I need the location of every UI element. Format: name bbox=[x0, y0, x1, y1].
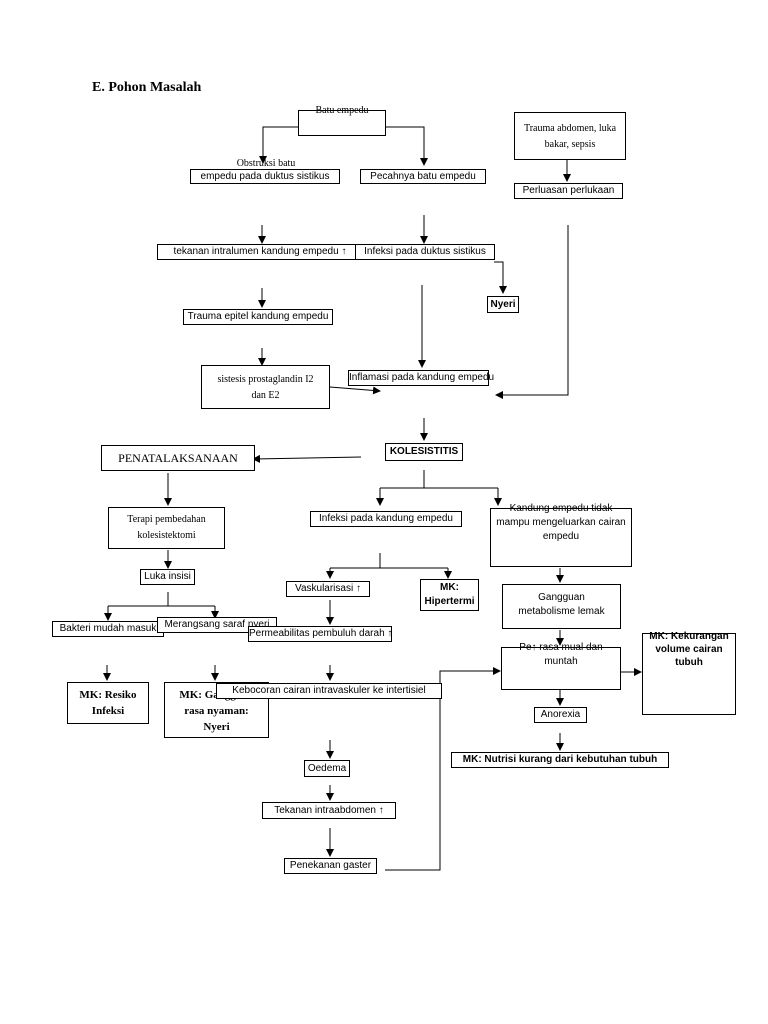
node-sistesis-label: sistesis prostaglandin I2 dan E2 bbox=[217, 374, 314, 401]
node-terapi-label: Terapi pembedahan kolesistektomi bbox=[127, 514, 206, 541]
node-perluasan: Perluasan perlukaan bbox=[514, 183, 623, 199]
node-batu-empedu: Batu empedu bbox=[298, 105, 386, 136]
node-trauma-epitel-label: Trauma epitel kandung empedu bbox=[187, 311, 329, 322]
node-penatalaksanaan: PENATALAKSANAAN bbox=[101, 445, 255, 471]
node-pe-rasa-mual: Pe↑ rasa mual dan muntah bbox=[501, 642, 621, 690]
node-luka-insisi: Luka insisi bbox=[140, 569, 195, 585]
node-permeabilitas: Permeabilitas pembuluh darah ↑ bbox=[248, 626, 392, 642]
node-bakteri-label: Bakteri mudah masuk bbox=[59, 623, 157, 634]
node-oedema-label: Oedema bbox=[307, 763, 347, 774]
node-pe-rasa-mual-label: Pe↑ rasa mual dan muntah bbox=[519, 642, 603, 667]
node-perluasan-label: Perluasan perlukaan bbox=[522, 185, 615, 196]
node-penekanan-gaster-label: Penekanan gaster bbox=[289, 860, 372, 871]
node-infeksi-duktus-label: Infeksi pada duktus sistikus bbox=[364, 246, 486, 257]
node-mk-hipertermi: MK: Hipertermi bbox=[420, 579, 479, 611]
node-anorexia-label: Anorexia bbox=[540, 709, 581, 720]
node-tekanan-intraabdomen-label: Tekanan intraabdomen ↑ bbox=[274, 805, 384, 816]
node-terapi: Terapi pembedahan kolesistektomi bbox=[108, 507, 225, 549]
node-tekanan-intralumen: tekanan intralumen kandung empedu ↑ bbox=[157, 244, 363, 260]
node-pecahnya-label: Pecahnya batu empedu bbox=[370, 171, 476, 182]
node-anorexia: Anorexia bbox=[534, 707, 587, 723]
node-trauma-abdomen: Trauma abdomen, luka bakar, sepsis bbox=[514, 112, 626, 160]
node-infeksi-duktus: Infeksi pada duktus sistikus bbox=[355, 244, 495, 260]
node-oedema: Oedema bbox=[304, 760, 350, 777]
node-trauma-epitel: Trauma epitel kandung empedu bbox=[183, 309, 333, 325]
node-infeksi-kandung-label: Infeksi pada kandung empedu bbox=[319, 513, 453, 524]
node-obstruksi-line1: Obstruksi batu bbox=[236, 158, 296, 169]
node-kolesistitis: KOLESISTITIS bbox=[385, 443, 463, 461]
node-trauma-abdomen-label: Trauma abdomen, luka bakar, sepsis bbox=[523, 123, 617, 150]
node-pecahnya: Pecahnya batu empedu bbox=[360, 169, 486, 184]
node-penatalaksanaan-label: PENATALAKSANAAN bbox=[118, 451, 238, 465]
node-luka-insisi-label: Luka insisi bbox=[144, 571, 191, 582]
node-mk-kekurangan-label: MK: Kekurangan volume cairan tubuh bbox=[649, 631, 729, 668]
node-kandung-tidak-label: Kandung empedu tidak mampu mengeluarkan … bbox=[496, 503, 626, 542]
up-arrow-icon: ↑ bbox=[341, 246, 347, 257]
node-inflamasi: Inflamasi pada kandung empedu bbox=[348, 370, 494, 386]
node-infeksi-kandung: Infeksi pada kandung empedu bbox=[310, 511, 462, 527]
node-mk-resiko: MK: Resiko Infeksi bbox=[67, 682, 149, 724]
node-merangsang-label: Merangsang saraf nyeri bbox=[164, 619, 270, 630]
node-mk-nutrisi: MK: Nutrisi kurang dari kebutuhan tubuh bbox=[451, 752, 669, 768]
node-kolesistitis-label: KOLESISTITIS bbox=[389, 446, 459, 457]
node-mk-nutrisi-label: MK: Nutrisi kurang dari kebutuhan tubuh bbox=[462, 754, 658, 765]
page-title: E. Pohon Masalah bbox=[92, 80, 202, 95]
node-sistesis: sistesis prostaglandin I2 dan E2 bbox=[201, 365, 330, 409]
node-penekanan-gaster: Penekanan gaster bbox=[284, 858, 377, 874]
node-vaskularisasi: Vaskularisasi ↑ bbox=[286, 581, 370, 597]
node-permeabilitas-label: Permeabilitas pembuluh darah ↑ bbox=[249, 628, 393, 639]
node-obstruksi-label: empedu pada duktus sistikus bbox=[200, 171, 330, 182]
node-kebocoran-label: Kebocoran cairan intravaskuler ke intert… bbox=[232, 685, 426, 696]
node-bakteri: Bakteri mudah masuk bbox=[52, 621, 164, 637]
node-tekanan-intralumen-label: tekanan intralumen kandung empedu bbox=[173, 246, 339, 257]
node-mk-hipertermi-label: MK: Hipertermi bbox=[424, 582, 475, 607]
node-vaskularisasi-label: Vaskularisasi ↑ bbox=[295, 583, 361, 594]
node-gangguan-metabolisme: Gangguan metabolisme lemak bbox=[502, 584, 621, 629]
node-nyeri-label: Nyeri bbox=[490, 299, 516, 310]
node-batu-empedu-label: Batu empedu bbox=[315, 105, 369, 116]
node-inflamasi-label: Inflamasi pada kandung empedu bbox=[349, 372, 495, 383]
node-merangsang: Merangsang saraf nyeri bbox=[157, 617, 277, 633]
node-mk-kekurangan: MK: Kekurangan volume cairan tubuh bbox=[642, 631, 736, 715]
node-kebocoran: Kebocoran cairan intravaskuler ke intert… bbox=[216, 683, 442, 699]
node-nyeri: Nyeri bbox=[487, 296, 519, 313]
node-gangguan-metabolisme-label: Gangguan metabolisme lemak bbox=[518, 592, 605, 617]
node-kandung-tidak: Kandung empedu tidak mampu mengeluarkan … bbox=[490, 503, 632, 567]
node-obstruksi: empedu pada duktus sistikus bbox=[190, 169, 340, 184]
node-mk-resiko-label: MK: Resiko Infeksi bbox=[79, 689, 137, 717]
node-tekanan-intraabdomen: Tekanan intraabdomen ↑ bbox=[262, 802, 396, 819]
